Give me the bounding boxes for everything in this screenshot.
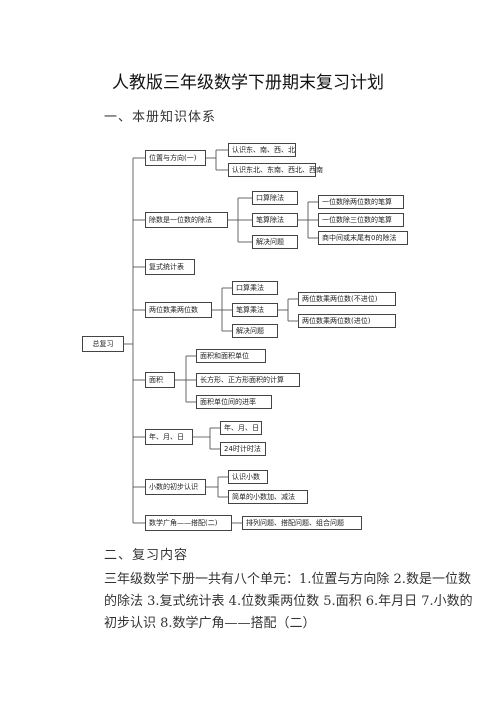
unit-node-position-direction: 位置与方向(一)	[145, 150, 206, 166]
sub-node: 解决问题	[252, 235, 298, 249]
sub-node: 24时计时法	[220, 442, 266, 456]
unit-node-decimals: 小数的初步认识	[145, 479, 206, 495]
sub-node: 商中间或末尾有0的除法	[318, 231, 408, 245]
root-node: 总复习	[82, 336, 124, 352]
sub-node: 认识东、南、西、北	[228, 143, 296, 157]
unit-node-division: 除数是一位数的除法	[145, 212, 228, 228]
sub-node: 简单的小数加、减法	[228, 490, 308, 504]
sub-node: 两位数乘两位数(不进位)	[298, 292, 396, 306]
sub-node: 年、月、日	[220, 421, 262, 435]
sub-node: 面积单位间的进率	[196, 395, 272, 409]
section-heading-review: 二、复习内容	[104, 548, 189, 563]
sub-node: 认识小数	[228, 470, 268, 484]
review-paragraph: 三年级数学下册一共有八个单元：1.位置与方向除 2.数是一位数的除法 3.复式统…	[104, 572, 473, 631]
sub-node: 解决问题	[232, 324, 278, 338]
sub-node: 认识东北、东南、西北、西南	[228, 163, 323, 177]
unit-node-area: 面积	[145, 372, 175, 388]
sub-node: 一位数除三位数的笔算	[318, 213, 404, 227]
unit-node-math-wide-angle: 数学广角——搭配(二)	[145, 515, 232, 531]
unit-node-year-month-day: 年、月、日	[145, 429, 193, 445]
sub-node: 排列问题、搭配问题、组合问题	[242, 516, 362, 530]
sub-node: 一位数除两位数的笔算	[318, 195, 404, 209]
document-title: 人教版三年级数学下册期末复习计划	[112, 73, 384, 93]
sub-node: 两位数乘两位数(进位)	[298, 314, 396, 328]
sub-node: 口算除法	[252, 191, 298, 205]
sub-node: 笔算乘法	[232, 303, 278, 317]
unit-node-compound-table: 复式统计表	[145, 259, 195, 275]
sub-node: 口算乘法	[232, 281, 278, 295]
sub-node: 笔算除法	[252, 213, 298, 227]
sub-node: 面积和面积单位	[196, 349, 266, 363]
section-heading-knowledge: 一、本册知识体系	[104, 110, 217, 125]
sub-node: 长方形、正方形面积的计算	[196, 373, 300, 387]
unit-node-two-digit-multiplication: 两位数乘两位数	[145, 302, 212, 318]
